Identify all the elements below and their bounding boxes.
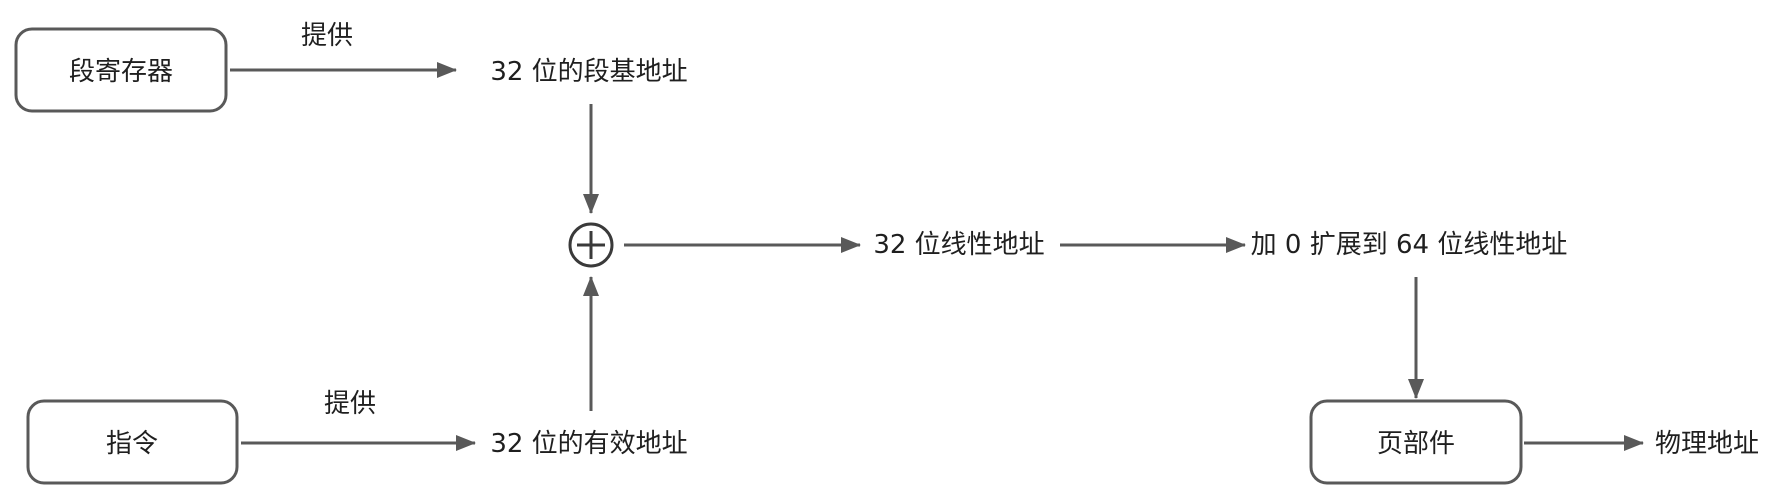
linear-address-64-label: 加 0 扩展到 64 位线性地址	[1251, 230, 1568, 260]
effective-address-label: 32 位的有效地址	[490, 429, 687, 459]
segment-register-provides-label: 提供	[301, 21, 353, 51]
segment-base-address-label: 32 位的段基地址	[490, 57, 687, 87]
segment-register-box	[14, 27, 228, 113]
segment-register-node: 段寄存器	[14, 27, 228, 113]
physical-address-label: 物理地址	[1655, 429, 1759, 459]
plus-circle-icon	[568, 222, 614, 268]
instruction-box	[26, 399, 239, 485]
instruction-node: 指令	[26, 399, 239, 485]
instruction-label: 指令	[106, 429, 158, 459]
segment-register-label: 段寄存器	[69, 57, 173, 87]
instruction-provides-label: 提供	[324, 389, 376, 419]
paging-unit-label: 页部件	[1377, 429, 1455, 459]
paging-unit-node: 页部件	[1309, 399, 1523, 485]
paging-unit-box	[1309, 399, 1523, 485]
linear-address-32-label: 32 位线性地址	[873, 230, 1044, 260]
